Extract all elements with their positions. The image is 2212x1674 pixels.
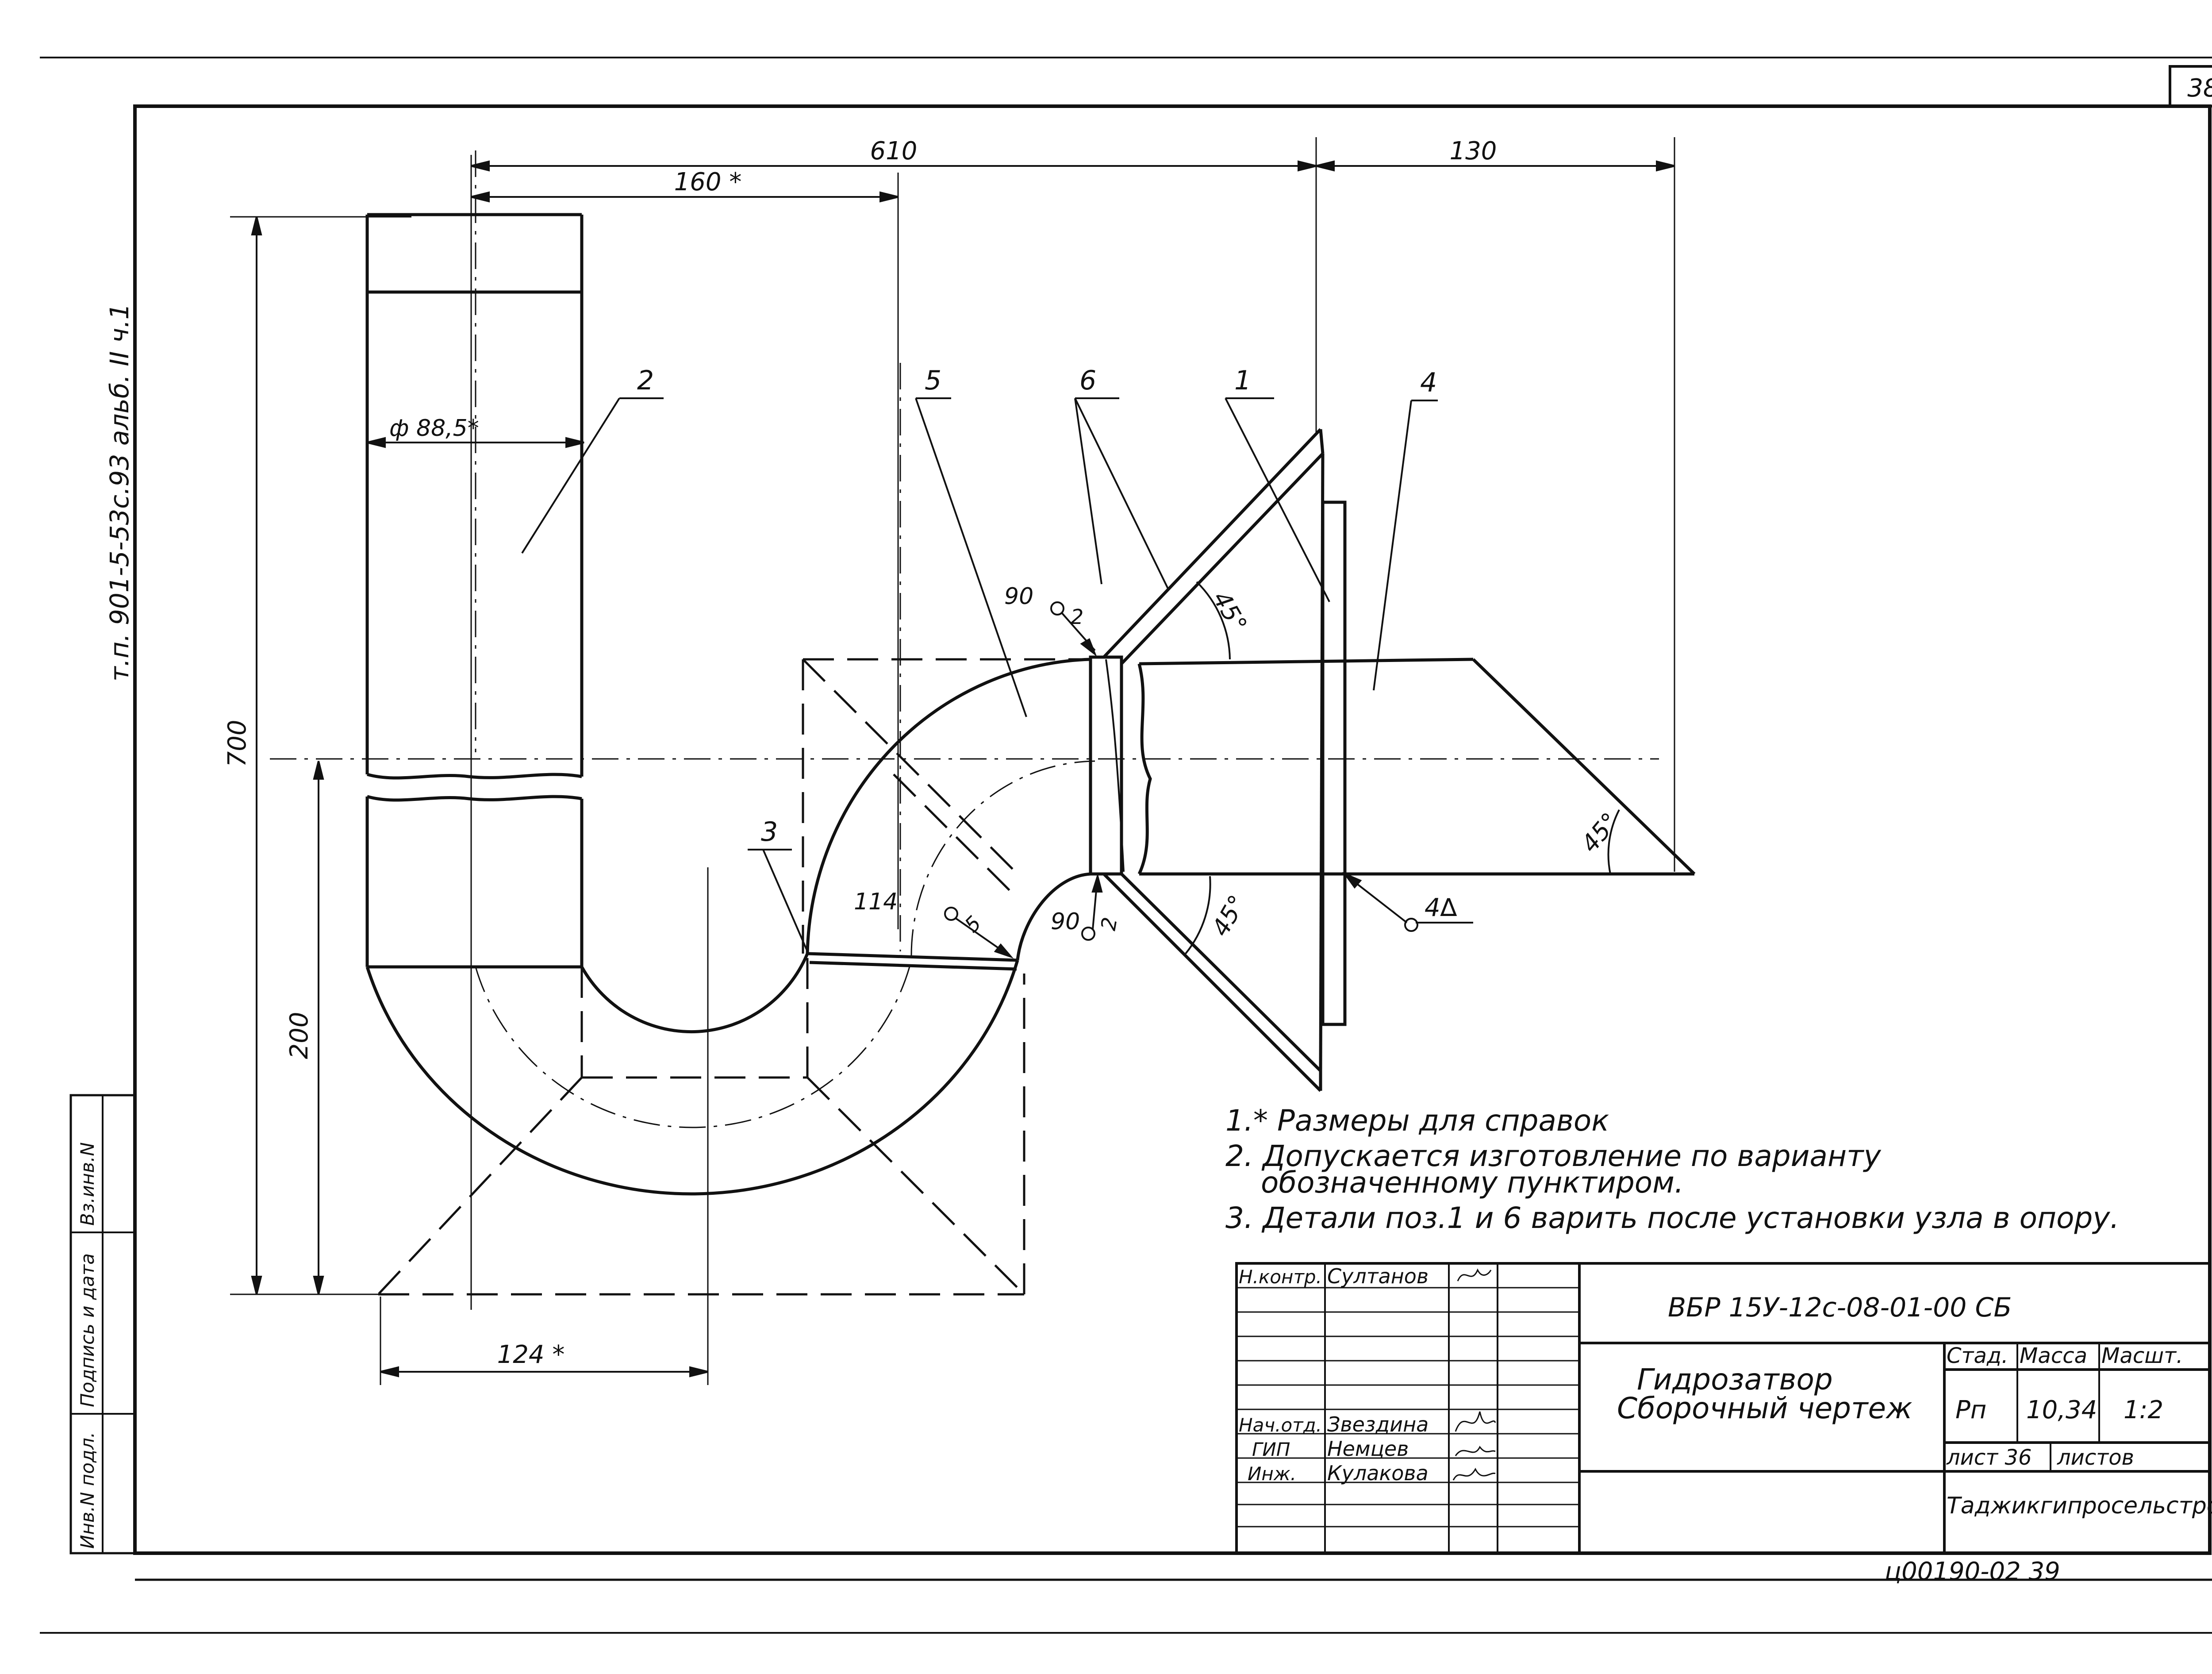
cone-part-1 bbox=[1102, 428, 1347, 1092]
dim-200: 200 bbox=[285, 1012, 314, 1059]
weld-1-number: 90 bbox=[1004, 583, 1033, 610]
note-1: 1.* Размеры для справок bbox=[1225, 1104, 1609, 1138]
tb-code: ВБР 15У-12с-08-01-00 СБ bbox=[1668, 1292, 2012, 1323]
dim-160: 160 * bbox=[674, 168, 742, 196]
tb-sheets-label: листов bbox=[2057, 1445, 2134, 1470]
stamp-inv-podl: Инв.N подл. bbox=[77, 1432, 98, 1549]
dim-130: 130 bbox=[1450, 137, 1497, 165]
dim-phi: ф 88,5* bbox=[389, 415, 479, 442]
u-bend-centerline bbox=[475, 960, 912, 1128]
weld-3-leg: 5 bbox=[960, 911, 986, 937]
leaders bbox=[521, 397, 1438, 952]
bottom-code: ц00190-02 39 bbox=[1885, 1557, 2060, 1586]
note-2-cont: обозначенному пунктиром. bbox=[1261, 1166, 1684, 1200]
drawing-frame bbox=[133, 104, 2212, 1555]
pos-2: 2 bbox=[637, 365, 654, 396]
dim-610: 610 bbox=[870, 137, 918, 165]
weld-4: 4∆ bbox=[1425, 893, 1457, 922]
tb-name-1: Звездина bbox=[1327, 1412, 1429, 1436]
dim-124: 124 * bbox=[497, 1340, 565, 1369]
sheet-number: 38 bbox=[2187, 74, 2212, 103]
angle-45-lower: 45° bbox=[1206, 890, 1252, 941]
pipe-part-4 bbox=[1137, 658, 1696, 876]
note-3: 3. Детали поз.1 и 6 варить после установ… bbox=[1225, 1201, 2119, 1235]
weld-2-leg: 2 bbox=[1096, 916, 1122, 932]
tb-name-3: Кулакова bbox=[1327, 1461, 1429, 1485]
tb-name-0: Султанов bbox=[1327, 1264, 1429, 1288]
tb-name-line2: Сборочный чертеж bbox=[1617, 1391, 1912, 1425]
alternative-variant-dashed bbox=[377, 658, 1091, 1296]
pipe-part-2 bbox=[365, 213, 584, 969]
dim-114: 114 bbox=[854, 889, 898, 915]
signatures bbox=[1452, 1268, 1496, 1481]
tb-role-0: Н.контр. bbox=[1239, 1266, 1322, 1288]
note-2: 2. Допускается изготовление по варианту bbox=[1225, 1139, 1882, 1173]
weld-symbols bbox=[944, 601, 1473, 959]
stamp-vz-inv: Вз.инв.N bbox=[77, 1142, 98, 1226]
elbow-part-5 bbox=[806, 658, 1091, 961]
coupling-part-6 bbox=[1089, 655, 1125, 876]
side-code: т.п. 901-5-53с.93 альб. II ч.1 bbox=[104, 303, 134, 681]
title-block bbox=[1235, 1262, 2211, 1555]
u-bend bbox=[365, 952, 1019, 1196]
pos-1: 1 bbox=[1234, 365, 1251, 396]
weld-2-number: 90 bbox=[1051, 908, 1080, 935]
tb-scale: 1:2 bbox=[2124, 1396, 2163, 1424]
side-stamp: Инв.N подл. Подпись и дата Вз.инв.N bbox=[69, 1094, 136, 1555]
sheet-number-box bbox=[2169, 65, 2212, 108]
pos-4: 4 bbox=[1420, 367, 1437, 398]
angle-arcs bbox=[1185, 581, 1620, 954]
angle-45-upper: 45° bbox=[1207, 586, 1252, 637]
pos-3: 3 bbox=[761, 816, 778, 847]
tb-scale-label: Масшт. bbox=[2101, 1343, 2183, 1368]
tb-stage-label: Стад. bbox=[1947, 1343, 2008, 1368]
tb-name-2: Немцев bbox=[1327, 1437, 1409, 1461]
stamp-signature-date: Подпись и дата bbox=[77, 1253, 98, 1407]
center-lines bbox=[270, 150, 1659, 951]
tb-org: Таджикгипросельстрой bbox=[1947, 1493, 2212, 1519]
tb-name-line1: Гидрозатвор bbox=[1637, 1362, 1833, 1397]
dim-700: 700 bbox=[223, 720, 252, 767]
tb-role-3: Инж. bbox=[1248, 1463, 1296, 1485]
tb-role-1: Нач.отд. bbox=[1239, 1414, 1322, 1436]
tb-role-2: ГИП bbox=[1252, 1439, 1290, 1460]
tb-sheet-label: лист 36 bbox=[1946, 1445, 2032, 1470]
pos-6: 6 bbox=[1079, 365, 1096, 396]
weld-1-leg: 2 bbox=[1071, 605, 1083, 629]
tb-stage: Рп bbox=[1955, 1396, 1986, 1424]
tb-mass: 10,34 bbox=[2026, 1396, 2097, 1424]
elbow-centerline bbox=[910, 760, 1095, 956]
pos-5: 5 bbox=[925, 365, 941, 396]
tb-mass-label: Масса bbox=[2020, 1343, 2087, 1368]
